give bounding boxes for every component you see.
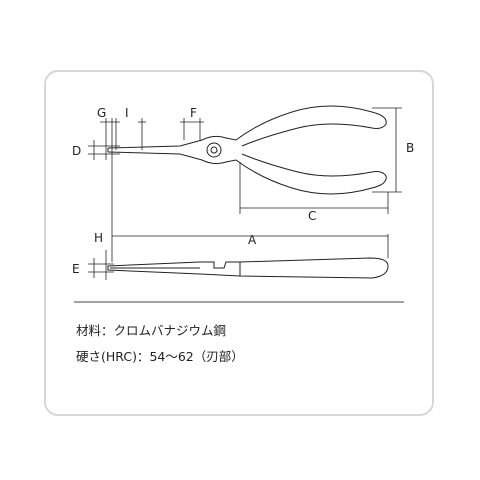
label-a: A	[248, 233, 257, 247]
hardness-text: 硬さ(HRC)：54～62（刃部）	[76, 349, 244, 364]
label-c: C	[308, 209, 316, 223]
label-b: B	[406, 141, 414, 155]
label-h: H	[94, 231, 103, 245]
label-e: E	[72, 262, 80, 276]
label-g: G	[97, 106, 106, 120]
label-d: D	[72, 144, 81, 158]
pliers-side-view	[107, 257, 389, 279]
material-text: 材料：クロムバナジウム鋼	[76, 323, 227, 338]
label-i: I	[125, 106, 129, 120]
pliers-top-view	[107, 105, 387, 195]
dimension-lines	[88, 107, 402, 280]
label-f: F	[190, 106, 197, 120]
